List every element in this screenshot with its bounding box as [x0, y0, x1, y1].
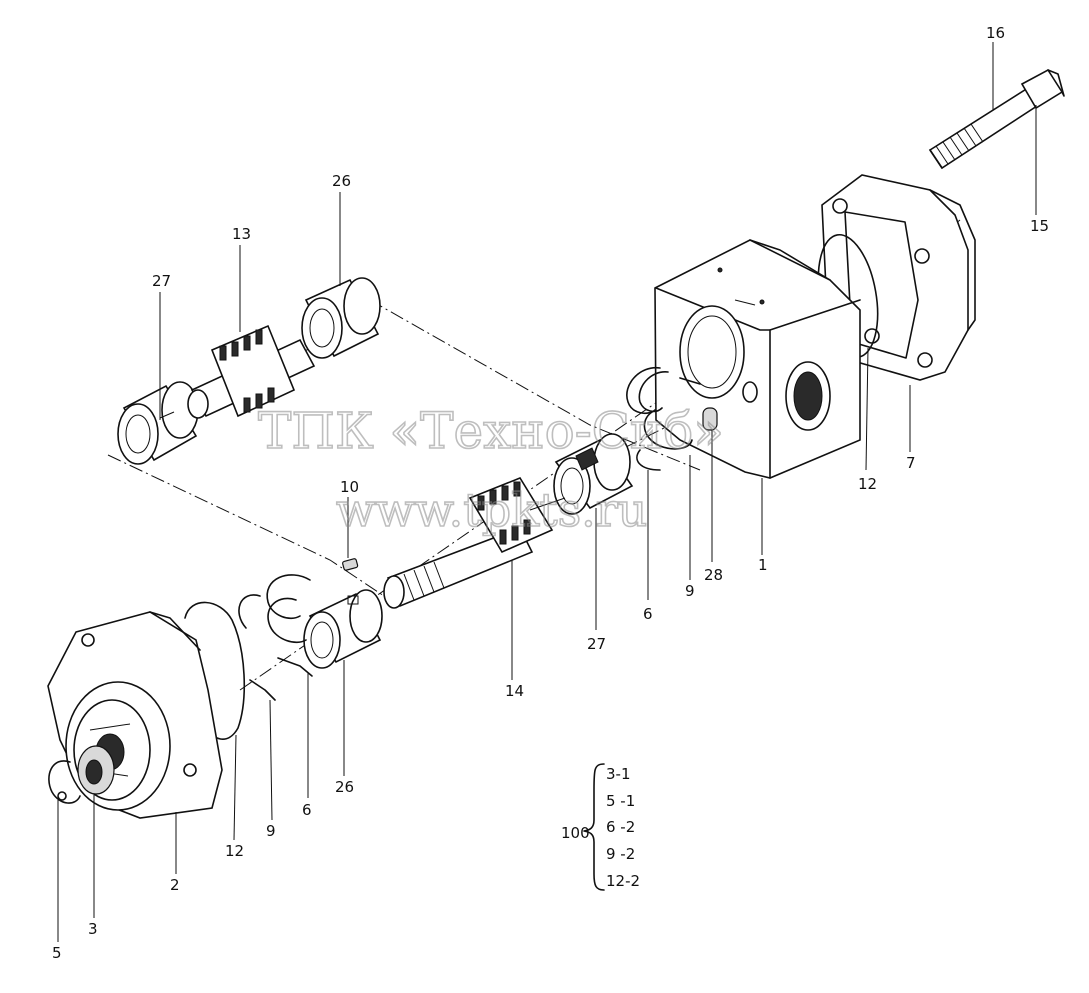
callout-9-left: 9 — [266, 822, 276, 840]
bushing-part-27-left — [117, 381, 199, 465]
callout-26-top: 26 — [332, 172, 351, 190]
callout-10: 10 — [340, 478, 359, 496]
bushing-part-26-bottom — [303, 589, 383, 669]
watermark-site: www.tpkts.ru — [336, 483, 647, 537]
callout-9-right: 9 — [685, 582, 695, 600]
callout-numbers: 16 15 26 13 27 7 12 10 28 9 6 27 1 14 26… — [52, 24, 1049, 962]
callout-6-left: 6 — [302, 801, 312, 819]
leader-lines — [57, 42, 1037, 942]
callout-15: 15 — [1030, 217, 1049, 235]
bolt-part-16 — [928, 68, 1065, 170]
key-part-10 — [342, 558, 359, 571]
kit-item: 5 -1 — [606, 792, 635, 810]
watermark: ТПК «Техно-Сиб» www.tpkts.ru — [257, 401, 724, 538]
callout-5: 5 — [52, 944, 62, 962]
callout-16: 16 — [986, 24, 1005, 42]
callout-27-left: 27 — [152, 272, 171, 290]
callout-3: 3 — [88, 920, 98, 938]
front-cover-part-2 — [47, 611, 223, 819]
kit-item: 3-1 — [606, 765, 631, 783]
snap-ring-part-5 — [48, 760, 81, 804]
callout-12-left: 12 — [225, 842, 244, 860]
driven-gear-shaft-part-13 — [187, 324, 316, 419]
bushing-part-26-top — [301, 277, 381, 359]
bushing-part-27-mid — [553, 433, 634, 515]
drive-gear-shaft-part-14 — [383, 477, 566, 609]
backup-rings-parts-6-9-left — [238, 574, 313, 701]
seal-ring-part-12-left — [184, 601, 245, 740]
callout-13: 13 — [232, 225, 251, 243]
kit-brace — [583, 763, 605, 891]
callout-27-mid: 27 — [587, 635, 606, 653]
kit-number: 100 — [561, 824, 590, 842]
callout-14: 14 — [505, 682, 524, 700]
oil-seal-part-3 — [77, 745, 115, 795]
kit-item: 6 -2 — [606, 818, 635, 836]
backup-rings-parts-6-9-right — [626, 367, 701, 471]
kit-item: 12-2 — [606, 872, 640, 890]
callout-28: 28 — [704, 566, 723, 584]
dowel-pin-part-28 — [702, 407, 718, 431]
watermark-company: ТПК «Техно-Сиб» — [258, 402, 724, 460]
callout-7: 7 — [906, 454, 916, 472]
callout-12-right: 12 — [858, 475, 877, 493]
callout-6-right: 6 — [643, 605, 653, 623]
repair-kit-list: 100 3-1 5 -1 6 -2 9 -2 12-2 — [561, 763, 640, 891]
callout-1: 1 — [758, 556, 768, 574]
callout-26-bottom: 26 — [335, 778, 354, 796]
callout-2: 2 — [170, 876, 180, 894]
kit-item: 9 -2 — [606, 845, 635, 863]
